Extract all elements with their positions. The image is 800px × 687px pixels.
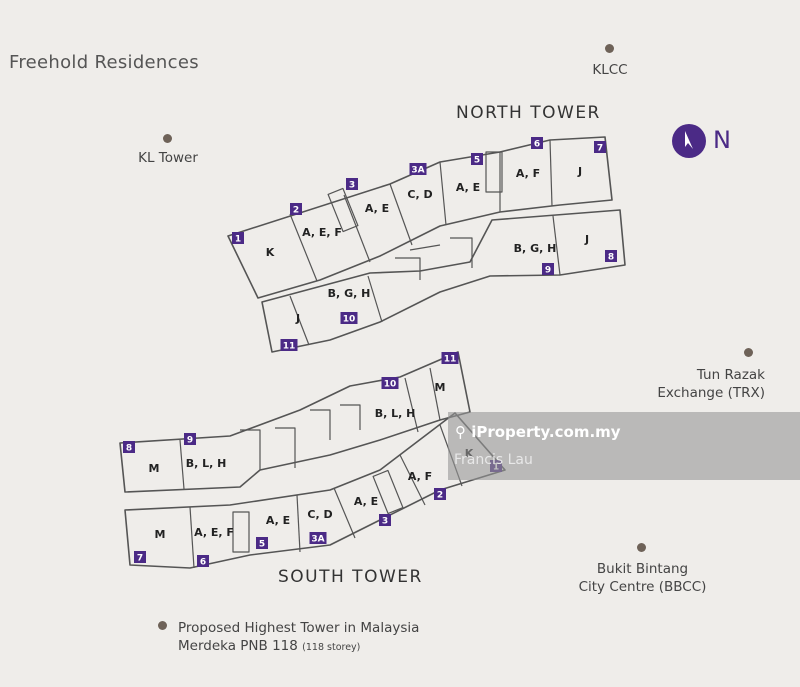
kl-tower-marker <box>163 134 172 143</box>
compass-label: N <box>713 126 731 154</box>
watermark-site: ⚲ iProperty.com.my <box>455 423 621 441</box>
nt-unit-badge <box>346 178 358 190</box>
st-unit-badge <box>309 532 327 544</box>
watermark-site-text: iProperty.com.my <box>471 423 621 441</box>
st-unit-badge-number: 3A <box>311 535 324 545</box>
nt-unit-badge-number: 3 <box>349 181 355 191</box>
st-unit-11-type: M <box>435 381 446 394</box>
north-tower-upper-wing <box>227 136 613 299</box>
merdeka-label: Proposed Highest Tower in Malaysia Merde… <box>178 619 419 657</box>
nt-unit-badge <box>605 250 617 262</box>
nt-unit-badge-number: 6 <box>534 140 540 150</box>
merdeka-line1: Proposed Highest Tower in Malaysia <box>178 620 420 636</box>
nt-unit-badge-number: 5 <box>474 156 480 166</box>
st-unit-badge <box>379 514 391 526</box>
nt-unit-3a-type: C, D <box>407 188 432 201</box>
klcc-label: KLCC <box>592 62 628 78</box>
st-unit-badge-number: 6 <box>200 558 206 568</box>
north-tower-lower-wing <box>261 209 626 353</box>
nt-unit-5-type: A, E <box>456 181 480 194</box>
nt-unit-badge <box>290 203 302 215</box>
nt-unit-badge <box>471 153 483 165</box>
watermark-agent: Francis Lau <box>454 452 533 468</box>
nt-unit-badge <box>340 312 358 324</box>
st-unit-badge <box>434 488 446 500</box>
trx-line2: Exchange (TRX) <box>657 385 765 401</box>
st-unit-10-type: B, L, H <box>375 407 416 420</box>
klcc-marker <box>605 44 614 53</box>
trx-marker <box>744 348 753 357</box>
nt-unit-2-type: A, E, F <box>302 226 342 239</box>
nt-unit-badge-number: 9 <box>545 266 551 276</box>
st-unit-badge <box>134 551 146 563</box>
kl-tower-label: KL Tower <box>138 150 198 166</box>
st-unit-6-type: A, E, F <box>194 526 234 539</box>
nt-unit-badge <box>542 263 554 275</box>
st-unit-badge-number: 9 <box>187 436 193 446</box>
nt-unit-badge <box>594 141 606 153</box>
st-unit-3-type: A, E <box>354 495 378 508</box>
nt-unit-11-type: J <box>295 312 300 325</box>
nt-unit-badge-number: 11 <box>283 342 296 352</box>
page-title: Freehold Residences <box>9 52 199 73</box>
nt-unit-badge <box>232 232 244 244</box>
st-unit-badge <box>381 377 399 389</box>
merdeka-note: (118 storey) <box>302 642 361 653</box>
merdeka-marker <box>158 621 167 630</box>
st-unit-badge <box>123 441 135 453</box>
st-unit-badge-number: 2 <box>437 491 443 501</box>
nt-unit-8-type: J <box>584 233 589 246</box>
trx-label: Tun Razak Exchange (TRX) <box>645 366 765 402</box>
nt-unit-badge-number: 1 <box>235 235 241 245</box>
nt-unit-badge <box>531 137 543 149</box>
nt-unit-10-type: B, G, H <box>328 287 371 300</box>
st-unit-badge <box>197 555 209 567</box>
nt-unit-badge-number: 2 <box>293 206 299 216</box>
nt-unit-badge <box>280 339 298 351</box>
bbcc-line2: City Centre (BBCC) <box>578 579 707 595</box>
south-tower-title: SOUTH TOWER <box>278 567 423 587</box>
st-unit-9-type: B, L, H <box>186 457 227 470</box>
st-unit-badge-number: 11 <box>444 355 457 365</box>
st-unit-badge-number: 7 <box>137 554 143 564</box>
nt-unit-3-type: A, E <box>365 202 389 215</box>
nt-unit-badge-number: 10 <box>343 315 356 325</box>
st-unit-3a-type: C, D <box>307 508 332 521</box>
bbcc-label: Bukit Bintang City Centre (BBCC) <box>570 560 715 596</box>
bbcc-line1: Bukit Bintang <box>596 561 689 577</box>
nt-unit-badge <box>409 163 427 175</box>
nt-unit-badge-number: 3A <box>411 166 424 176</box>
st-unit-badge-number: 8 <box>126 444 132 454</box>
nt-unit-7-type: J <box>577 165 582 178</box>
st-unit-7-type: M <box>155 528 166 541</box>
trx-line1: Tun Razak <box>696 367 765 383</box>
merdeka-line2: Merdeka PNB 118 <box>178 638 298 654</box>
nt-unit-9-type: B, G, H <box>514 242 557 255</box>
st-unit-badge <box>441 352 459 364</box>
compass-icon <box>672 124 706 158</box>
st-unit-badge-number: 3 <box>382 517 388 527</box>
nt-unit-6-type: A, F <box>516 167 540 180</box>
st-unit-badge <box>256 537 268 549</box>
st-unit-badge-number: 5 <box>259 540 265 550</box>
watermark-overlay <box>448 412 800 480</box>
nt-unit-1-type: K <box>266 246 275 259</box>
north-tower-title: NORTH TOWER <box>456 103 601 123</box>
nt-unit-badge-number: 7 <box>597 144 603 154</box>
st-unit-5-type: A, E <box>266 514 290 527</box>
nt-unit-badge-number: 8 <box>608 253 614 263</box>
st-unit-badge <box>184 433 196 445</box>
st-unit-8-type: M <box>149 462 160 475</box>
st-unit-2-type: A, F <box>408 470 432 483</box>
st-unit-badge-number: 10 <box>384 380 397 390</box>
bbcc-marker <box>637 543 646 552</box>
